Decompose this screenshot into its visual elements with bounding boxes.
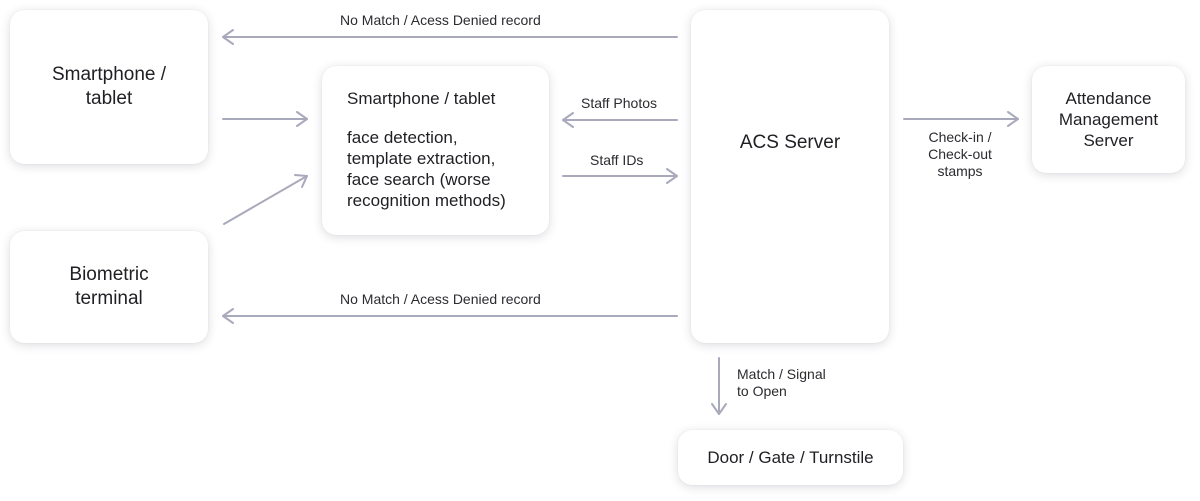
biometric-terminal-node: Biometric terminal bbox=[10, 231, 208, 343]
attendance-server-node: Attendance Management Server bbox=[1032, 66, 1185, 173]
attendance-server-label: Attendance Management Server bbox=[1058, 89, 1159, 150]
arrow-biometric-to-local bbox=[223, 174, 308, 225]
edge-label-no-match-bottom: No Match / Acess Denied record bbox=[340, 291, 541, 307]
arrow-no-match-top bbox=[222, 29, 678, 45]
local-device-description: face detection, template extraction, fac… bbox=[347, 128, 506, 210]
arrow-staff-photos bbox=[562, 112, 678, 128]
edge-label-no-match-top: No Match / Acess Denied record bbox=[340, 12, 541, 28]
local-device-title: Smartphone / tablet bbox=[347, 89, 496, 108]
arrow-staff-ids bbox=[562, 168, 678, 184]
door-gate-turnstile-node: Door / Gate / Turnstile bbox=[678, 430, 903, 485]
arrow-smartphone-to-local bbox=[222, 111, 308, 127]
acs-server-node: ACS Server bbox=[691, 10, 889, 343]
arrow-match-signal bbox=[711, 357, 727, 415]
local-device-node: Smartphone / tablet face detection, temp… bbox=[322, 66, 549, 235]
biometric-terminal-label: Biometric terminal bbox=[69, 264, 149, 309]
arrow-checkin bbox=[903, 111, 1019, 127]
edge-label-staff-photos: Staff Photos bbox=[581, 95, 658, 111]
smartphone-tablet-label: Smartphone / tablet bbox=[51, 64, 167, 109]
arrow-no-match-bottom bbox=[222, 308, 678, 324]
edge-label-checkin: Check-in / Check-out stamps bbox=[928, 129, 992, 179]
edge-label-staff-ids: Staff IDs bbox=[590, 152, 644, 168]
door-gate-turnstile-label: Door / Gate / Turnstile bbox=[707, 448, 874, 467]
acs-server-label: ACS Server bbox=[739, 132, 841, 153]
smartphone-tablet-node: Smartphone / tablet bbox=[10, 10, 208, 164]
edge-label-match-signal: Match / Signal to Open bbox=[737, 366, 826, 399]
